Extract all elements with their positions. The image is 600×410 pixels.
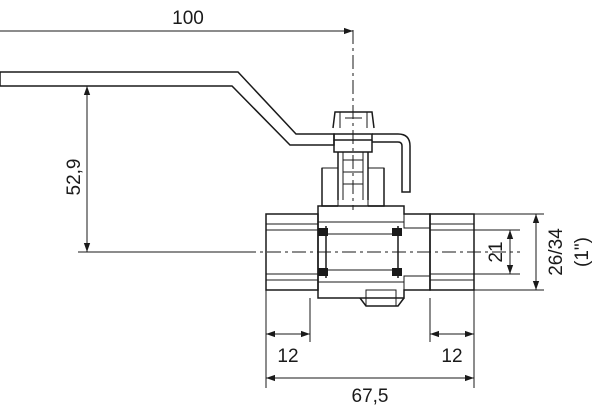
dim-thread-length-left: 12 — [265, 290, 311, 388]
dim-thread-length-right: 12 — [429, 290, 475, 388]
dim-overall-length-label: 67,5 — [352, 386, 389, 407]
stem-assembly — [321, 111, 411, 207]
dim-handle-height: 52,9 — [64, 86, 250, 253]
dim-thread-length-right-label: 12 — [441, 346, 462, 367]
dim-bore: 21 — [474, 229, 520, 275]
dim-thread: 26/34 (1") — [474, 213, 593, 291]
lever-handle — [0, 71, 335, 146]
dim-thread-length-left-label: 12 — [277, 346, 298, 367]
valve-body — [265, 205, 475, 307]
dim-overall-length: 67,5 — [266, 374, 474, 407]
dim-bore-label: 21 — [486, 241, 507, 262]
center-lines — [242, 30, 520, 253]
dim-thread-inch-label: (1") — [572, 237, 593, 267]
dim-thread-label: 26/34 — [546, 228, 567, 276]
dim-handle-length-label: 100 — [172, 8, 204, 29]
dim-handle-height-label: 52,9 — [64, 159, 85, 196]
dim-handle-length: 100 — [0, 8, 353, 35]
